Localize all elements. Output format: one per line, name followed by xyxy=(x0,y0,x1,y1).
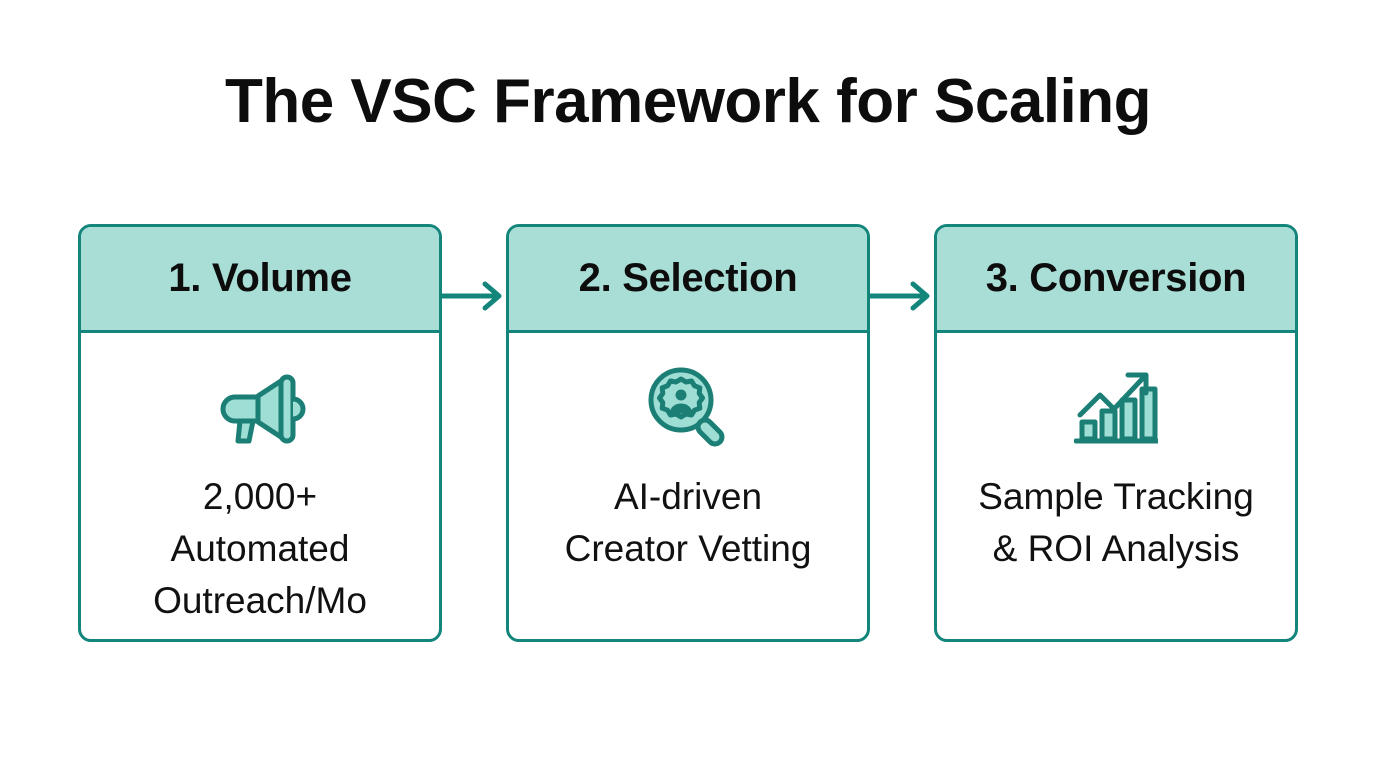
page-title: The VSC Framework for Scaling xyxy=(224,67,1152,136)
growth-chart-arrow-icon xyxy=(1064,365,1168,449)
step-card-body: Sample Tracking & ROI Analysis xyxy=(937,333,1295,639)
megaphone-icon xyxy=(208,365,312,449)
step-description-line: 2,000+ xyxy=(202,476,318,517)
step-card-conversion[interactable]: 3. Conversion xyxy=(934,224,1298,642)
step-description-line: Automated xyxy=(170,528,350,569)
step-description-line: AI-driven xyxy=(613,476,763,517)
step-description: 2,000+ Automated Outreach/Mo xyxy=(95,471,425,627)
step-card-header: 3. Conversion xyxy=(937,227,1295,333)
step-card-volume[interactable]: 1. Volume 2,000+ xyxy=(78,224,442,642)
step-description-line: Creator Vetting xyxy=(564,528,812,569)
step-card-body: 2,000+ Automated Outreach/Mo xyxy=(81,333,439,639)
arrow-right-icon xyxy=(442,279,506,313)
step-card-body: AI-driven Creator Vetting xyxy=(509,333,867,639)
step-description-line: Sample Tracking xyxy=(978,476,1254,517)
arrow-right-icon xyxy=(870,279,934,313)
step-card-selection[interactable]: 2. Selection AI-driven xyxy=(506,224,870,642)
step-header-label: 1. Volume xyxy=(168,256,352,300)
step-description: AI-driven Creator Vetting xyxy=(523,471,853,575)
step-description-line: Outreach/Mo xyxy=(153,580,367,621)
step-header-label: 2. Selection xyxy=(578,256,798,300)
step-card-header: 1. Volume xyxy=(81,227,439,333)
step-header-label: 3. Conversion xyxy=(985,256,1247,300)
step-card-header: 2. Selection xyxy=(509,227,867,333)
step-description: Sample Tracking & ROI Analysis xyxy=(951,471,1281,575)
magnifier-person-gear-icon xyxy=(636,365,740,449)
step-description-line: & ROI Analysis xyxy=(992,528,1240,569)
vsc-framework-flow: 1. Volume 2,000+ xyxy=(78,224,1298,642)
